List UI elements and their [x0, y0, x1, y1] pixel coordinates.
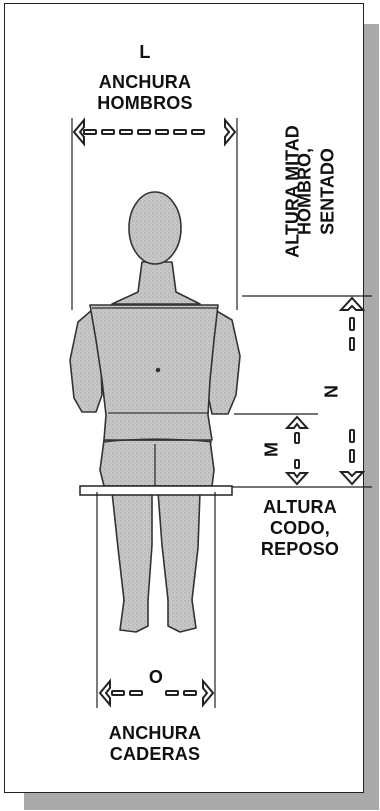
seat-bench: [80, 486, 232, 495]
elbow-rest-height-label-line2: CODO,: [245, 518, 355, 539]
left-leg: [112, 492, 152, 632]
mid-shoulder-height-letter: N: [322, 377, 343, 407]
shoulder-width-arrow: [74, 120, 235, 144]
right-leg: [158, 492, 200, 632]
torso: [90, 305, 218, 440]
hips: [100, 440, 214, 486]
elbow-rest-height-letter: M: [262, 435, 283, 465]
elbow-rest-height-label-line3: REPOSO: [245, 539, 355, 560]
shoulder-width-letter: L: [130, 42, 160, 63]
hip-width-label-line2: CADERAS: [95, 744, 215, 765]
elbow-rest-height-label-line1: ALTURA: [245, 497, 355, 518]
shoulder-width-label-line2: HOMBROS: [80, 93, 210, 114]
elbow-rest-height-arrow: [287, 417, 307, 484]
head: [129, 192, 181, 264]
neck: [112, 262, 200, 304]
mid-shoulder-height-arrow: [341, 298, 363, 484]
mid-shoulder-height-label-line3: SENTADO: [318, 147, 339, 237]
hip-width-letter: O: [141, 667, 171, 688]
shoulder-width-label-line1: ANCHURA: [80, 72, 210, 93]
hip-width-label-line1: ANCHURA: [95, 723, 215, 744]
mid-shoulder-height-label-line2: HOMBRO,: [295, 147, 316, 237]
